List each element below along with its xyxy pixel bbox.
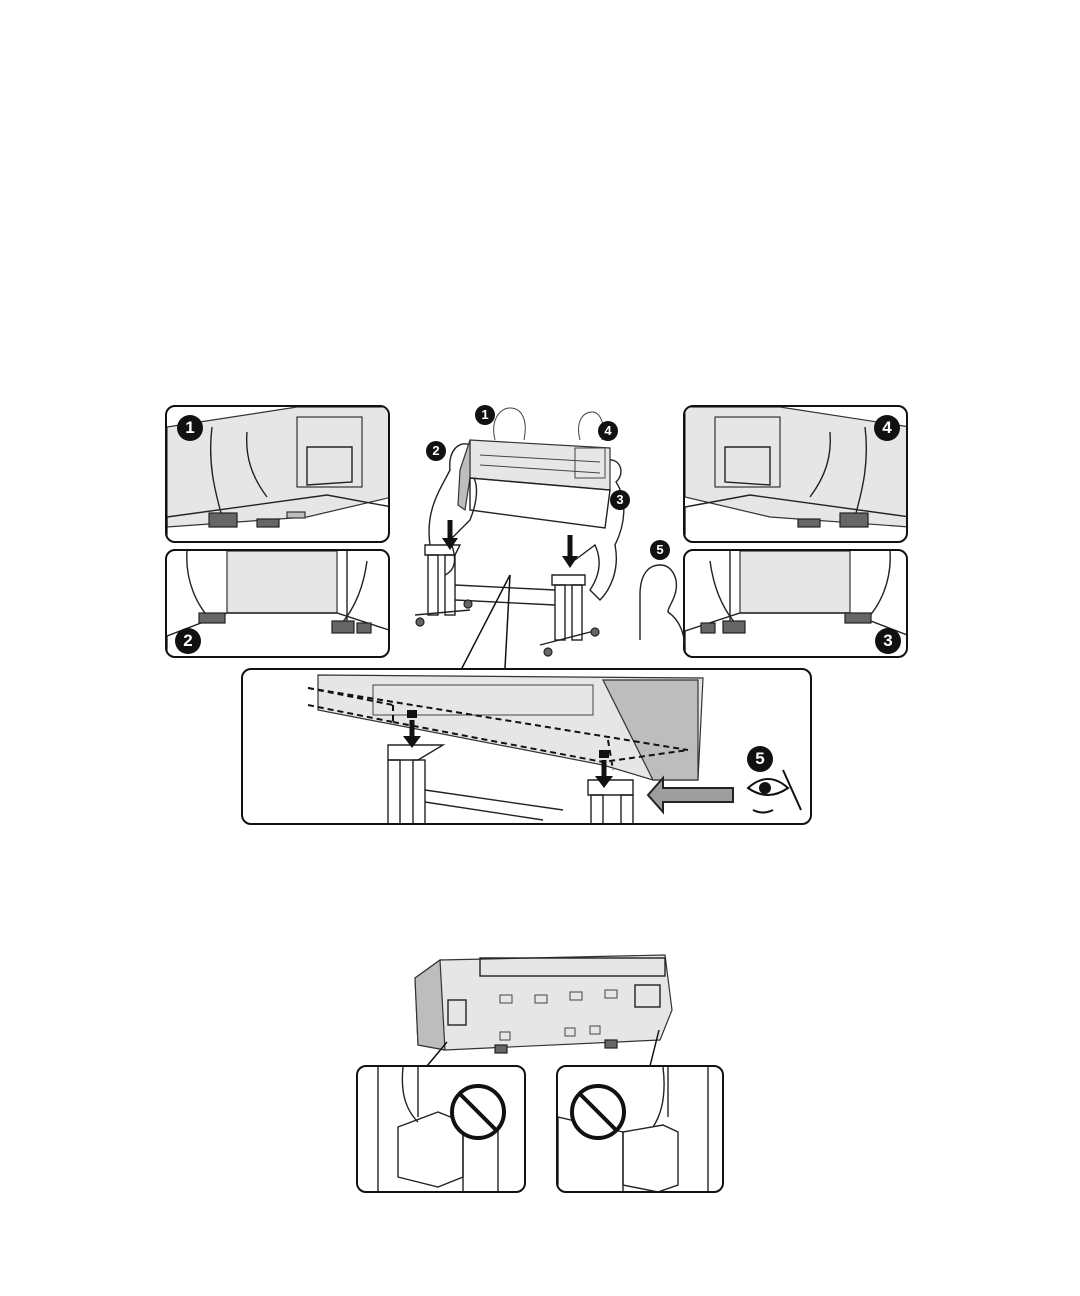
detail-panel-right-front: 4: [683, 405, 908, 543]
zoom-panel-alignment: 5: [241, 668, 812, 825]
detail-panel-no-hold-right: [556, 1065, 724, 1193]
person-badge: 3: [610, 490, 630, 510]
step-badge: 1: [177, 415, 203, 441]
prohibited-icon: [572, 1086, 624, 1138]
prohibited-icon: [452, 1086, 504, 1138]
step-badge: 2: [175, 628, 201, 654]
detail-panel-left-front: 1: [165, 405, 390, 543]
detail-panel-no-hold-left: [356, 1065, 526, 1193]
person-badge: 5: [650, 540, 670, 560]
detail-panel-right-side: 3: [683, 549, 908, 658]
person-badge: 2: [426, 441, 446, 461]
step-badge: 5: [747, 746, 773, 772]
step-badge: 3: [875, 628, 901, 654]
step-badge: 4: [874, 415, 900, 441]
detail-panel-left-side: 2: [165, 549, 390, 658]
person-badge: 1: [475, 405, 495, 425]
eye-icon: [748, 770, 801, 813]
person-badge: 4: [598, 421, 618, 441]
